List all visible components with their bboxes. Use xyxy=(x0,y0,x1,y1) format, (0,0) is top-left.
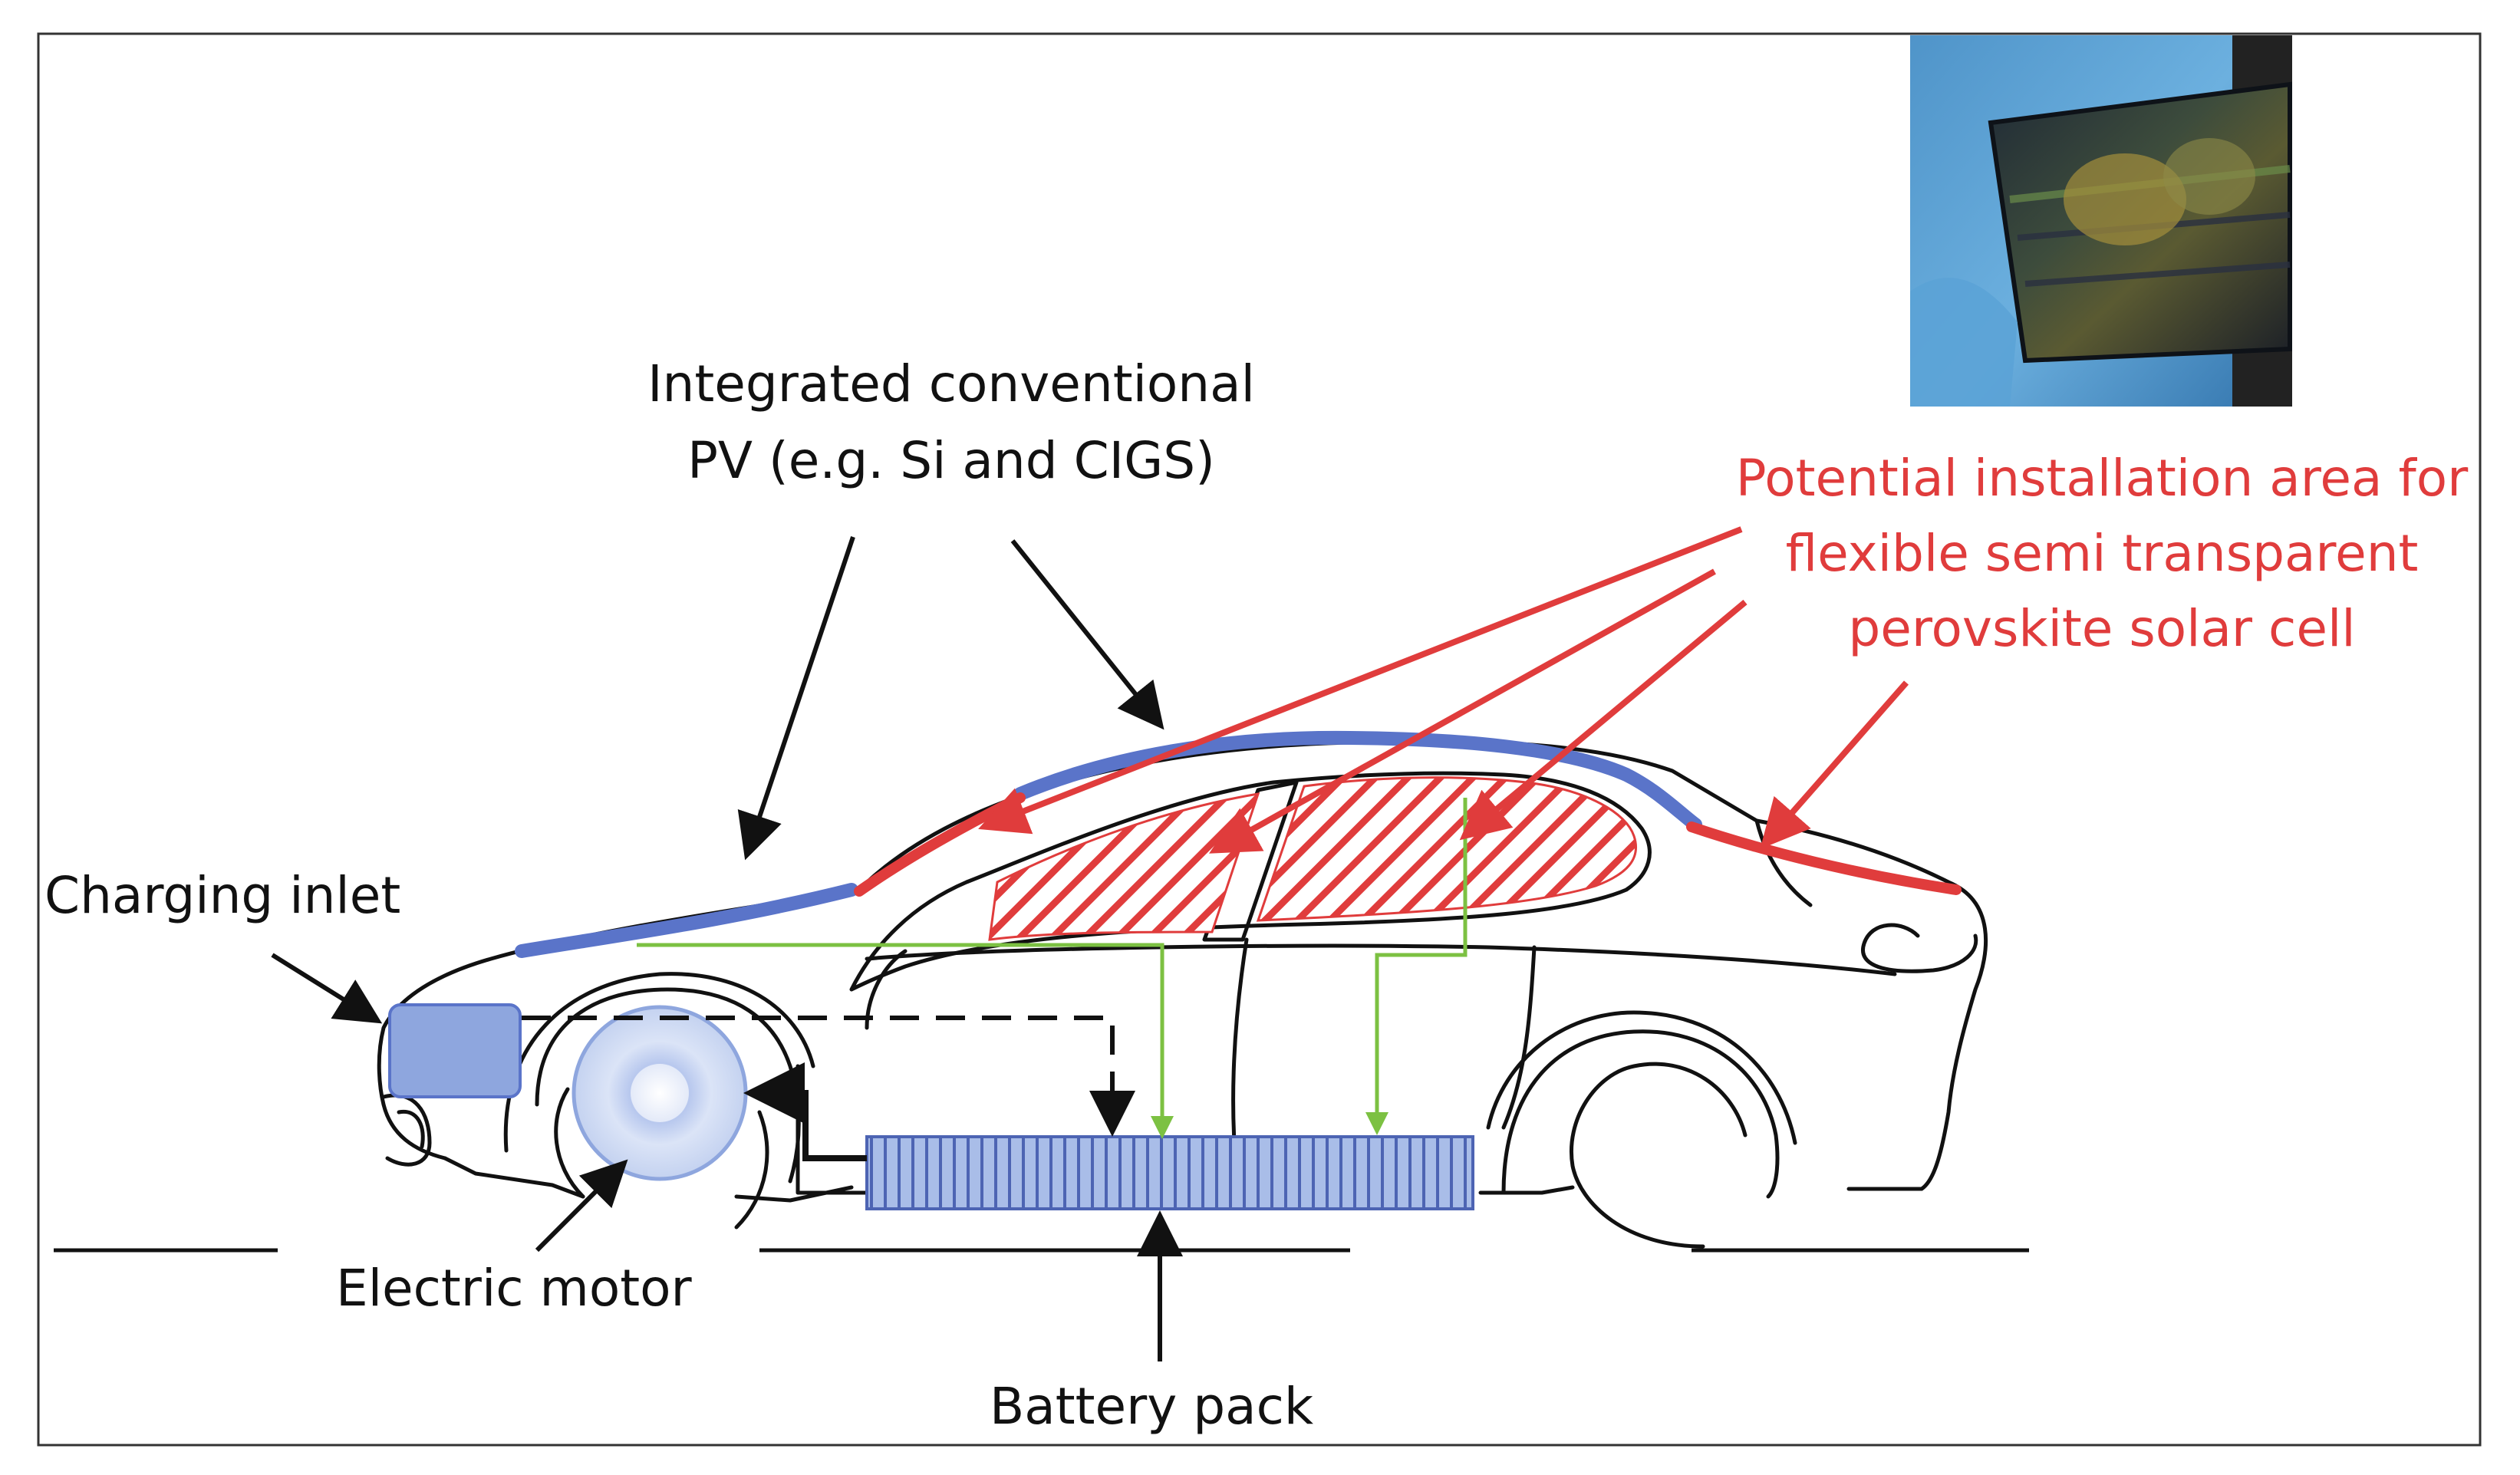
perovskite-window-area xyxy=(988,776,1638,941)
battery-pack-label: Battery pack xyxy=(990,1377,1314,1436)
figure-border xyxy=(37,32,2482,1447)
perovskite-arrows xyxy=(978,526,1909,854)
charging-path xyxy=(522,1016,1135,1137)
battery-to-motor-path xyxy=(743,1062,867,1161)
conventional-pv-strips xyxy=(515,730,1702,958)
annotation-arrows xyxy=(271,536,1183,1361)
perovskite-label-line2: flexible semi transparent xyxy=(1785,524,2419,583)
inset-photo xyxy=(1910,35,2292,407)
battery-pack-shape xyxy=(865,1135,1474,1210)
integrated-pv-label-line1: Integrated conventional xyxy=(647,354,1255,413)
perovskite-label-line1: Potential installation area for xyxy=(1735,449,2469,508)
electric-motor-shape xyxy=(572,1005,748,1181)
charging-inlet-label: Charging inlet xyxy=(44,866,401,925)
integrated-pv-label-line2: PV (e.g. Si and CIGS) xyxy=(687,431,1215,490)
charging-inlet-shape xyxy=(388,1003,522,1098)
perovskite-label-line3: perovskite solar cell xyxy=(1848,599,2356,658)
power-lines xyxy=(637,798,1468,1139)
electric-motor-label: Electric motor xyxy=(336,1259,692,1318)
